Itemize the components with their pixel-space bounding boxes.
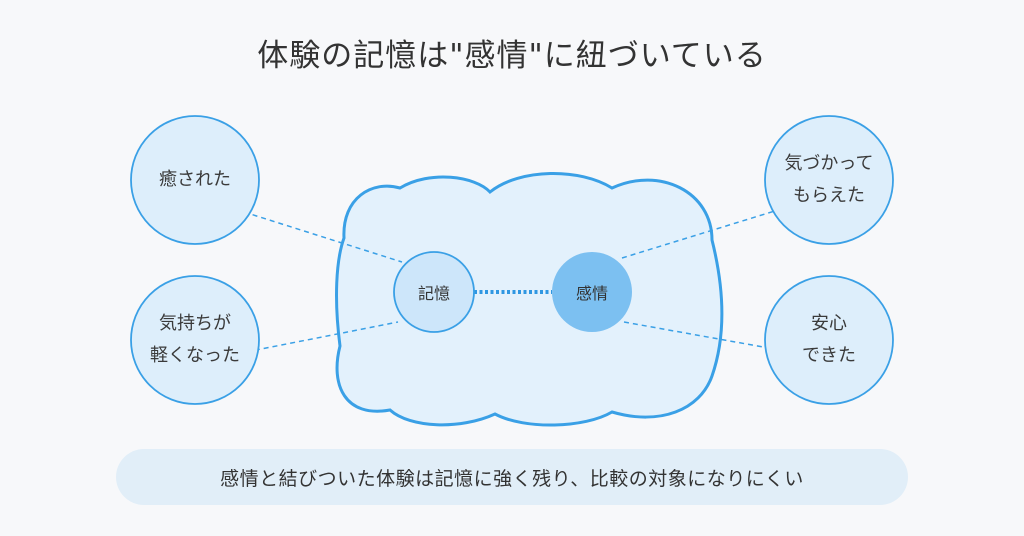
bubble-label-top-right: 気づかって もらえた bbox=[784, 153, 874, 206]
bubble-top-left bbox=[130, 115, 260, 245]
bubble-bottom-right bbox=[764, 275, 894, 405]
emotion-node bbox=[552, 252, 632, 332]
connector-bottom-left bbox=[245, 321, 399, 353]
page-title: 体験の記憶は"感情"に紐づいている bbox=[257, 38, 767, 74]
memory-node bbox=[393, 251, 475, 333]
bubble-bottom-left bbox=[130, 275, 260, 405]
connector-top-left bbox=[243, 211, 403, 263]
cloud-shape bbox=[335, 172, 724, 427]
connector-top-right bbox=[621, 209, 779, 259]
bubble-label-top-left: 癒された bbox=[159, 169, 231, 190]
bubble-top-right bbox=[764, 115, 894, 245]
caption-banner: 感情と結びついた体験は記憶に強く残り、比較の対象になりにくい bbox=[116, 449, 908, 505]
memory-label: 記憶 bbox=[417, 284, 450, 303]
caption-text: 感情と結びついた体験は記憶に強く残り、比較の対象になりにくい bbox=[220, 467, 804, 490]
bubble-label-bottom-left: 気持ちが 軽くなった bbox=[150, 313, 240, 366]
emotion-label: 感情 bbox=[575, 284, 608, 303]
bubble-label-bottom-right: 安心 できた bbox=[802, 313, 856, 366]
